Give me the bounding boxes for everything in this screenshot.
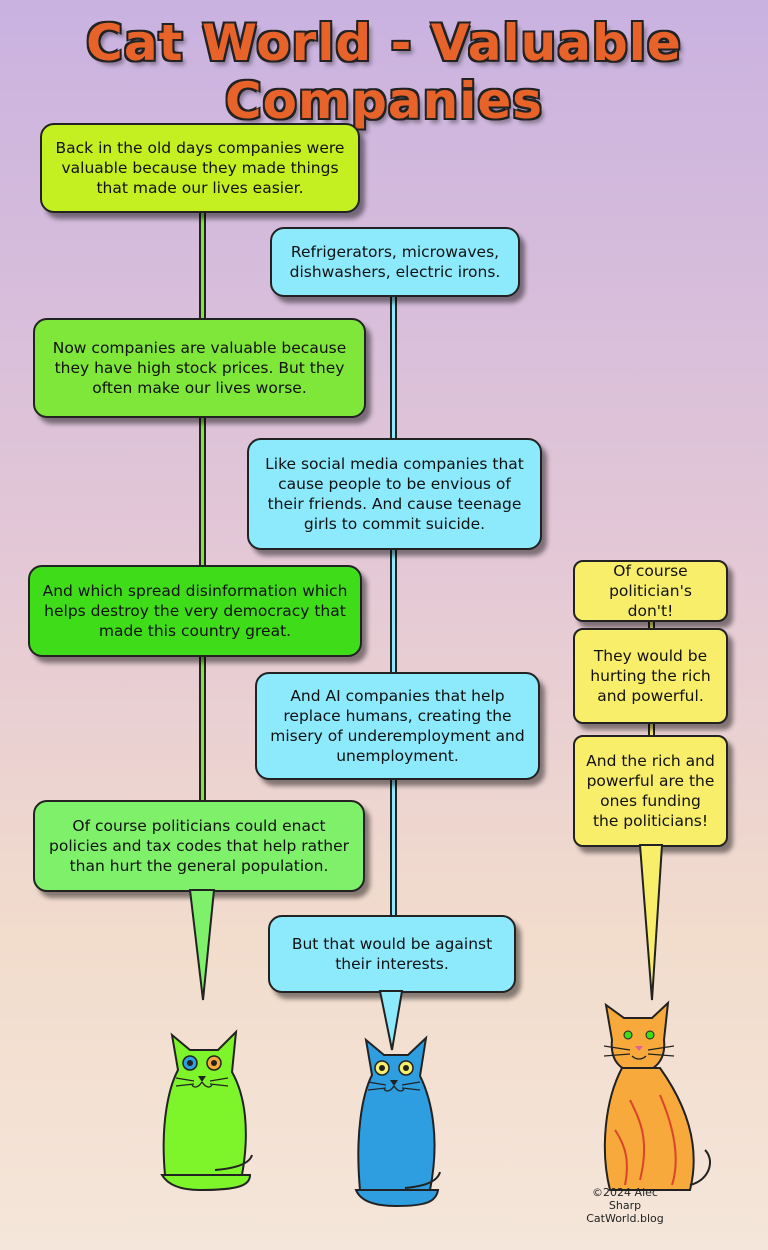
blue-connector [390,292,397,922]
green-bubble-tail [188,889,216,1001]
blue-cat [354,1035,441,1208]
bubble-yellow-1: Of course politician's don't! [573,560,728,622]
bubble-blue-4: But that would be against their interest… [268,915,516,993]
blue-bubble-tail [378,990,404,1051]
credit-line-1: ©2024 Alec Sharp [592,1186,658,1213]
bubble-blue-2: Like social media companies that cause p… [247,438,542,550]
credit-line-2: CatWorld.blog [586,1212,664,1226]
bubble-yellow-2: They would be hurting the rich and power… [573,628,728,724]
bubble-green-2: Now companies are valuable because they … [33,318,366,418]
yellow-bubble-tail [638,844,664,1001]
bubble-green-3: And which spread disinformation which he… [28,565,362,657]
orange-cat [603,1000,711,1191]
bubble-green-1: Back in the old days companies were valu… [40,123,360,213]
page-title: Cat World - Valuable Companies [86,14,682,130]
green-connector [199,212,206,812]
bubble-blue-1: Refrigerators, microwaves, dishwashers, … [270,227,520,297]
bubble-yellow-3: And the rich and powerful are the ones f… [573,735,728,847]
copyright-credit: ©2024 Alec Sharp CatWorld.blog [575,1186,675,1226]
bubble-blue-3: And AI companies that help replace human… [255,672,540,780]
green-cat [160,1029,253,1192]
